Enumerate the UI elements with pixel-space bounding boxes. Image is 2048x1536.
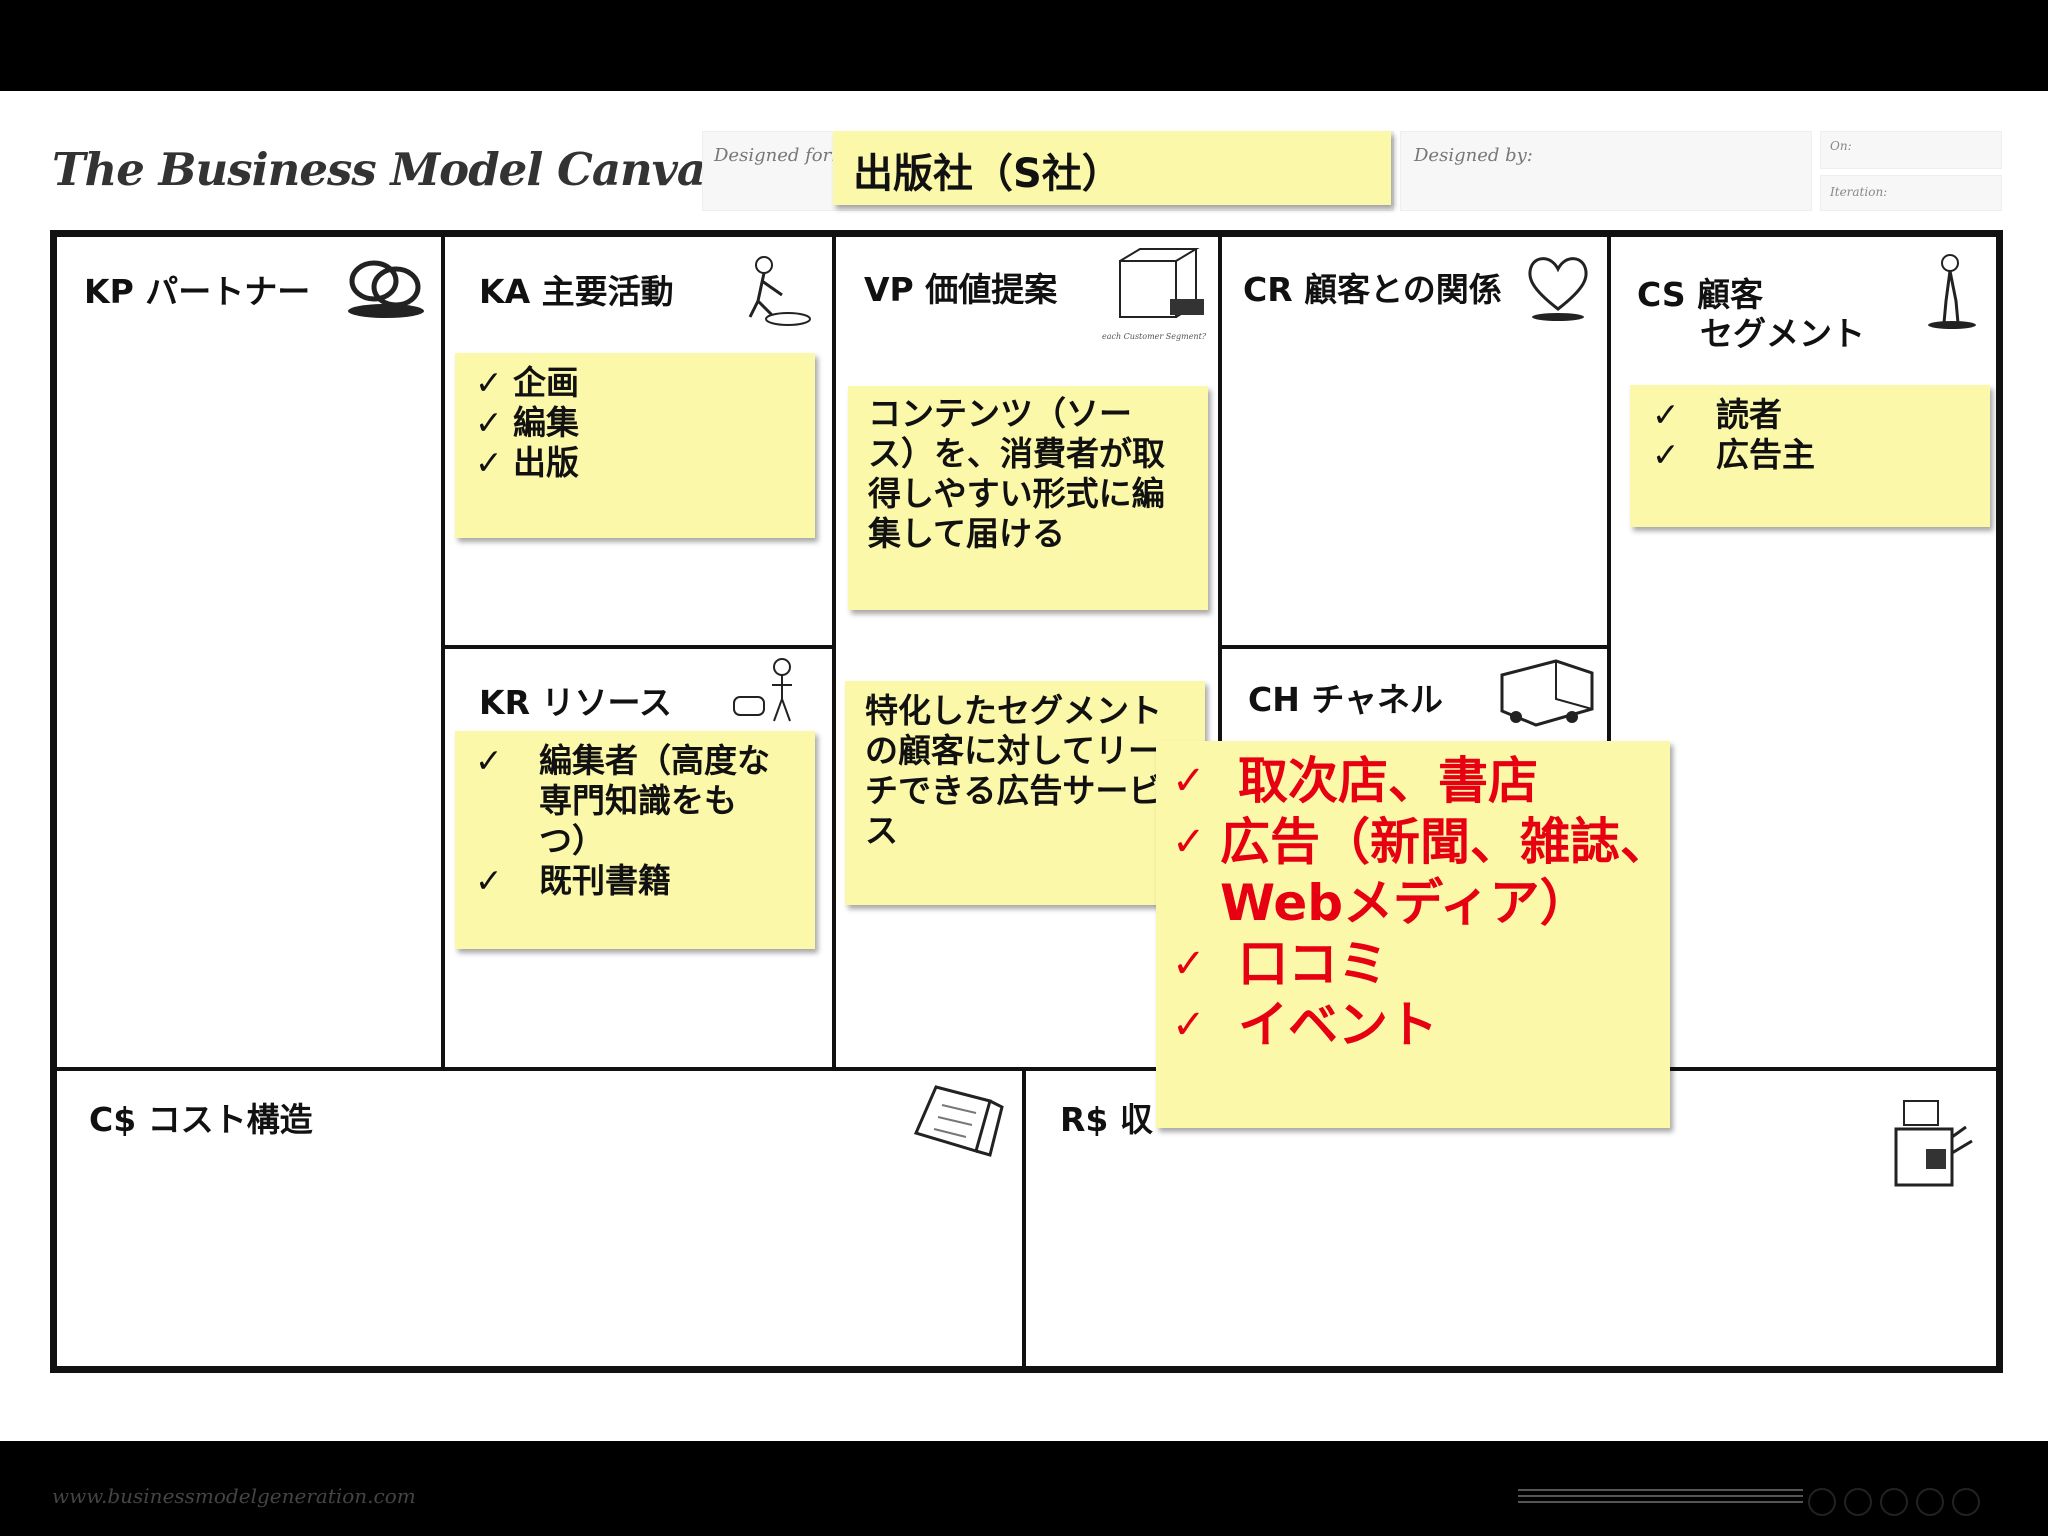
- ch-sticky-text: ✓ 取次店、書店 ✓ 広告（新聞、雑誌、 Webメディア） ✓ 口コミ ✓ イベ…: [1172, 751, 1670, 1056]
- person-with-tools-icon: [733, 658, 792, 722]
- check-icon: ✓: [475, 363, 503, 402]
- kp-label: KP パートナー: [84, 272, 311, 311]
- ka-item: ✓出版: [475, 443, 579, 482]
- designed-by-box: [1400, 131, 1812, 211]
- divider: [832, 234, 836, 1071]
- date-box: [1820, 131, 2002, 169]
- cc-icon: [1808, 1488, 1836, 1516]
- divider: [441, 645, 836, 649]
- designed-by-label: Designed by:: [1414, 145, 1533, 166]
- ch-item: ✓ 口コミ: [1172, 935, 1388, 993]
- truck-icon: [1500, 659, 1594, 727]
- check-icon: ✓: [1172, 941, 1206, 987]
- designed-for-value: 出版社（S社）: [853, 151, 1122, 197]
- license-fine-print: [1518, 1489, 1803, 1509]
- canvas-grid: [50, 230, 2003, 1373]
- check-icon: ✓: [475, 741, 503, 780]
- canvas-sheet: The Business Model Canvas Designed for: …: [0, 91, 2048, 1516]
- divider: [57, 1067, 1996, 1071]
- check-icon: ✓: [1652, 435, 1680, 474]
- ka-sticky-text: ✓企画 ✓編集 ✓出版: [475, 363, 579, 483]
- check-icon: ✓: [475, 403, 503, 442]
- ch-item: ✓ 広告（新聞、雑誌、 Webメディア）: [1172, 813, 1670, 932]
- iteration-box: [1820, 175, 2002, 211]
- worker-icon: [748, 256, 811, 326]
- kr-item: ✓ 既刊書籍: [475, 861, 671, 900]
- divider: [1218, 645, 1611, 649]
- divider: [1218, 234, 1222, 1071]
- license-icons: [1808, 1488, 1988, 1520]
- cost-label: C$ コスト構造: [89, 1100, 313, 1139]
- designed-for-sticky: [833, 131, 1391, 205]
- check-icon: ✓: [475, 861, 503, 900]
- on-label: On:: [1830, 139, 1852, 153]
- cs-sticky-text: ✓読者 ✓広告主: [1652, 395, 1815, 475]
- svg-text:each Customer Segment?: each Customer Segment?: [1102, 332, 1207, 341]
- kr-sticky-text: ✓ 編集者（高度な 専門知識をも つ） ✓ 既刊書籍: [475, 741, 770, 901]
- check-icon: ✓: [475, 443, 503, 482]
- footer-url: www.businessmodelgeneration.com: [52, 1484, 416, 1508]
- heart-icon: [1528, 257, 1588, 321]
- ka-sticky: [455, 353, 815, 538]
- revenue-label: R$ 収: [1060, 1100, 1153, 1139]
- nc-icon: [1916, 1488, 1944, 1516]
- divider: [1022, 1067, 1026, 1367]
- cs-item: ✓広告主: [1652, 435, 1815, 474]
- chain-links-icon: [348, 260, 424, 318]
- cs-label: CS 顧客: [1637, 275, 1764, 314]
- check-icon: ✓: [1172, 1002, 1206, 1048]
- divider: [1607, 234, 1611, 1071]
- ch-sticky: [1156, 741, 1670, 1128]
- vp-label: VP 価値提案: [864, 270, 1058, 309]
- document-stack-icon: [913, 1085, 1004, 1157]
- designed-for-label: Designed for:: [714, 145, 838, 166]
- cs-sticky: [1630, 385, 1990, 527]
- ka-item: ✓企画: [475, 363, 579, 402]
- canvas-title: The Business Model Canvas: [52, 143, 730, 196]
- check-icon: ✓: [1172, 819, 1206, 865]
- kr-label: KR リソース: [479, 683, 672, 722]
- cs-label-2: セグメント: [1700, 314, 1865, 353]
- sa-icon: [1880, 1488, 1908, 1516]
- iteration-label: Iteration:: [1830, 185, 1888, 199]
- by-icon: [1844, 1488, 1872, 1516]
- ka-item: ✓編集: [475, 403, 579, 442]
- kr-sticky: [455, 731, 815, 949]
- person-standing-icon: [1928, 254, 1976, 329]
- ch-label: CH チャネル: [1248, 680, 1443, 719]
- divider: [441, 234, 445, 1071]
- cash-register-icon: [1894, 1100, 1973, 1187]
- check-icon: ✓: [1652, 395, 1680, 434]
- ka-label: KA 主要活動: [479, 272, 674, 311]
- vp-sticky-1-text: コンテンツ（ソー ス）を、消費者が取 得しやすい形式に編 集して届ける: [868, 394, 1165, 553]
- cs-item: ✓読者: [1652, 395, 1782, 434]
- vp-sticky-2-text: 特化したセグメント の顧客に対してリー チできる広告サービ ス: [865, 691, 1162, 850]
- vp-sticky-2: [845, 681, 1205, 905]
- ch-item: ✓ イベント: [1172, 996, 1438, 1054]
- cr-label: CR 顧客との関係: [1243, 270, 1502, 309]
- check-icon: ✓: [1172, 758, 1206, 804]
- ch-item: ✓ 取次店、書店: [1172, 752, 1538, 810]
- gift-box-icon: each Customer Segment?: [1102, 248, 1207, 341]
- kr-item: ✓ 編集者（高度な 専門知識をも つ）: [475, 741, 770, 860]
- info-icon: [1952, 1488, 1980, 1516]
- vp-sticky-1: [848, 386, 1208, 610]
